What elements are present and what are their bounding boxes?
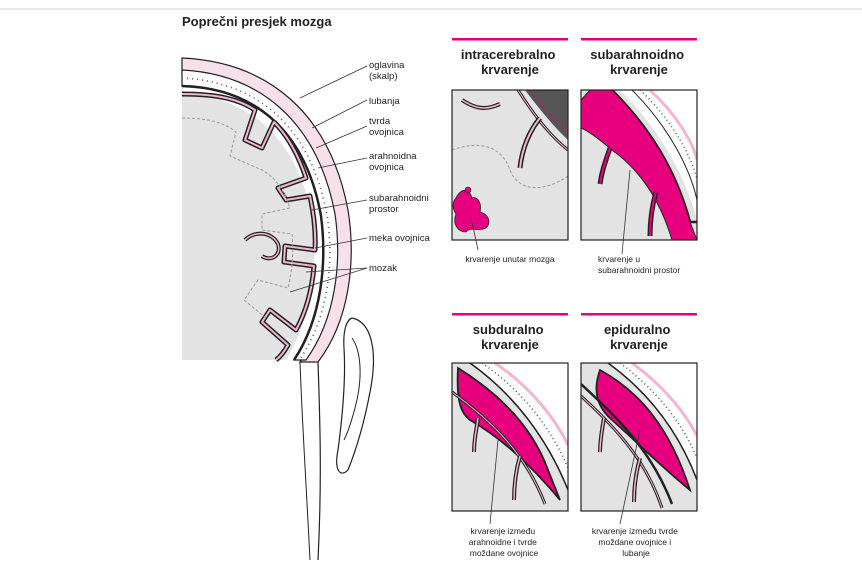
svg-text:subarahnoidno krvarenje: subarahnoidno krvarenje: [590, 47, 688, 77]
svg-text:tvrda ovojnica: tvrda ovojnica: [369, 116, 405, 138]
panel-1-title-2: krvarenje: [481, 62, 539, 77]
panel-3-title-1: subduralno: [473, 322, 544, 337]
svg-text:krvarenje unutar mozga: krvarenje unutar mozga: [465, 254, 555, 264]
neck-line-inner: [300, 362, 310, 560]
panel-3-caption-3: moždane ovojnice: [470, 548, 539, 558]
panel-1-caption-1: krvarenje unutar mozga: [465, 254, 555, 264]
panel-1-accent-bar: [452, 38, 568, 41]
panel-subdural: krvarenje između arahnoidne i tvrde možd…: [452, 363, 568, 558]
panel-3-caption-2: arahnoidne i tvrde: [469, 537, 537, 547]
label-subarachnoid-2: prostor: [369, 204, 399, 215]
panel-4-title-1: epiduralno: [604, 322, 671, 337]
svg-text:krvarenje u subarahnoidn: krvarenje u subarahnoidni prostor: [598, 254, 680, 275]
panel-3-accent-bar: [452, 313, 568, 316]
svg-text:krvarenje između tvrde m: krvarenje između tvrde moždane ovojnice …: [592, 526, 680, 558]
panel-3-title-2: krvarenje: [481, 337, 539, 352]
svg-text:meka ovojnica: meka ovojnica: [369, 233, 430, 244]
panel-2-caption-2: subarahnoidni prostor: [598, 265, 680, 275]
svg-text:krvarenje između arahnoi: krvarenje između arahnoidne i tvrde možd…: [469, 526, 539, 558]
ear: [337, 318, 374, 473]
panel-2-accent-bar: [581, 38, 697, 41]
label-brain: mozak: [369, 263, 397, 274]
panel-4-caption-1: krvarenje između tvrde: [592, 526, 678, 536]
panel-4-caption-3: lubanje: [622, 548, 650, 558]
svg-text:arahnoidna ovojnica: arahnoidna ovojnica: [369, 151, 419, 173]
svg-text:lubanja: lubanja: [369, 96, 400, 107]
label-skull: lubanja: [369, 96, 400, 107]
panel-2-title-1: subarahnoidno: [590, 47, 684, 62]
label-pia: meka ovojnica: [369, 233, 430, 244]
layer-labels: oglavina (skalp) lubanja tvrda ovojnica …: [369, 60, 431, 274]
panel-subarachnoid: krvarenje u subarahnoidni prostor: [581, 90, 697, 275]
panel-4-caption-2: moždane ovojnice i: [598, 537, 671, 547]
panel-1-title-1: intracerebralno: [461, 47, 556, 62]
panel-2-title-2: krvarenje: [610, 62, 668, 77]
svg-text:subduralno krvarenje: subduralno krvarenje: [473, 322, 547, 352]
page-title: Poprečni presjek mozga: [182, 14, 332, 29]
label-scalp-2: (skalp): [369, 71, 398, 82]
panel-2-caption-1: krvarenje u: [598, 254, 640, 264]
svg-text:mozak: mozak: [369, 263, 397, 274]
label-scalp-1: oglavina: [369, 60, 405, 71]
svg-text:epiduralno krvarenje: epiduralno krvarenje: [604, 322, 674, 352]
neck-line: [318, 362, 320, 560]
label-subarachnoid-1: subarahnoidni: [369, 193, 429, 204]
panel-intracerebral: krvarenje unutar mozga: [452, 90, 568, 264]
label-arachnoid-1: arahnoidna: [369, 151, 417, 162]
svg-text:subarahnoidni prostor: subarahnoidni prostor: [369, 193, 431, 215]
label-dura-1: tvrda: [369, 116, 391, 127]
svg-text:intracerebralno krvarenj: intracerebralno krvarenje: [461, 47, 559, 77]
main-cross-section: [182, 58, 373, 560]
label-dura-2: ovojnica: [369, 127, 405, 138]
svg-text:oglavina (skalp): oglavina (skalp): [369, 60, 407, 82]
panel-4-accent-bar: [581, 313, 697, 316]
panel-3-caption-1: krvarenje između: [470, 526, 535, 536]
panel-4-title-2: krvarenje: [610, 337, 668, 352]
panel-epidural: krvarenje između tvrde moždane ovojnice …: [581, 363, 697, 558]
label-arachnoid-2: ovojnica: [369, 162, 405, 173]
